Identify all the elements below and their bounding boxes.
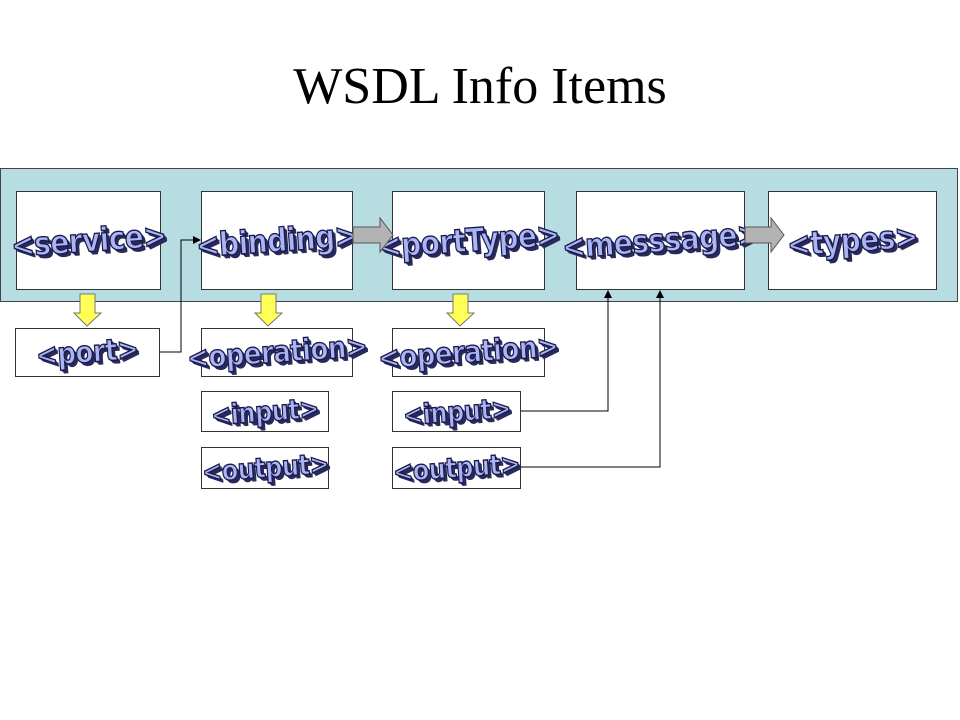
- binding-output-box: <output>: [200, 447, 330, 489]
- port-box: <port>: [15, 328, 160, 377]
- input-to-message-connector: [521, 290, 612, 412]
- service-box: <service>: [9, 191, 168, 290]
- output-to-message-connector: [521, 290, 664, 468]
- grey-block-arrow-right-icon: [744, 216, 785, 254]
- porttype-box: <portType>: [376, 191, 561, 290]
- yellow-block-arrow-down-icon: [253, 293, 284, 327]
- binding-input-box: <input>: [201, 391, 329, 432]
- porttype-output-box: <output>: [391, 447, 521, 489]
- porttype-input-box: <input>: [392, 391, 521, 432]
- port-to-binding-connector: [160, 236, 201, 353]
- binding-box: <binding>: [194, 191, 360, 290]
- binding-operation-box: <operation>: [185, 328, 369, 377]
- slide-title: WSDL Info Items: [293, 58, 667, 115]
- grey-block-arrow-right-icon: [352, 216, 394, 254]
- yellow-block-arrow-down-icon: [72, 293, 103, 327]
- yellow-block-arrow-down-icon: [445, 293, 476, 327]
- message-box: <messsage>: [560, 191, 761, 290]
- porttype-operation-box: <operation>: [377, 328, 560, 377]
